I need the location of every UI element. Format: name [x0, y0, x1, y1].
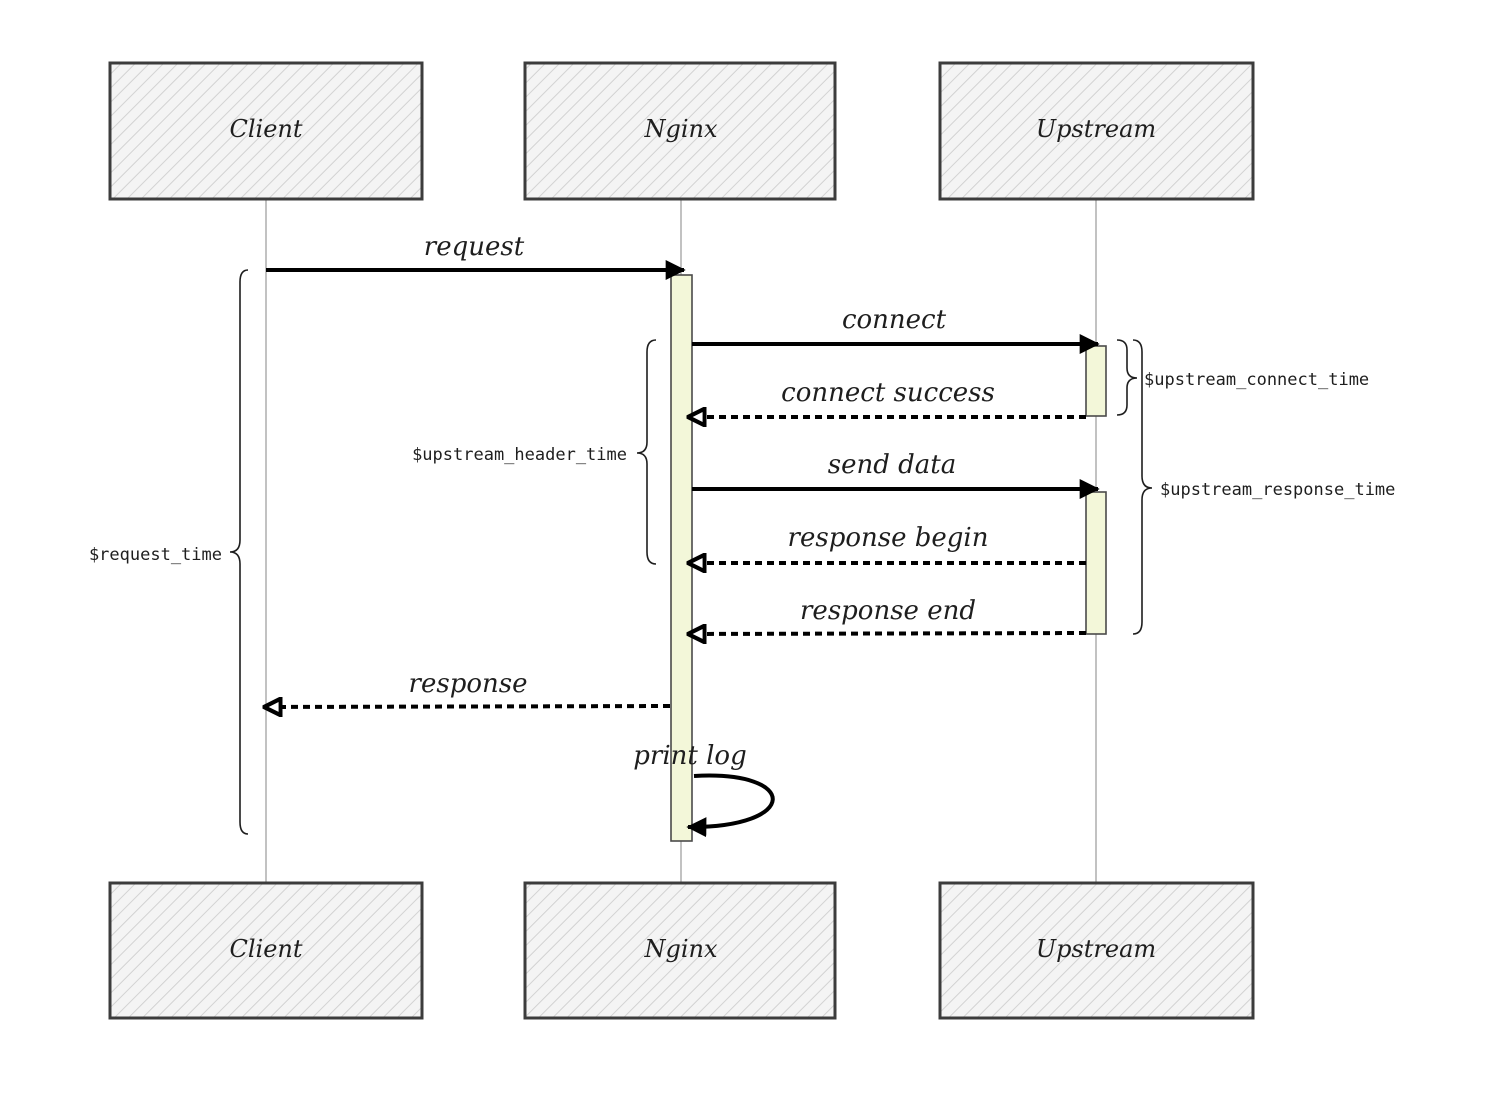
- message-connect-success: connect success: [688, 378, 1086, 417]
- message-label: connect success: [781, 378, 995, 408]
- participant-label: Upstream: [1036, 935, 1156, 963]
- message-response: response: [264, 669, 671, 707]
- message-print-log: print log: [633, 741, 775, 838]
- timing-label: $request_time: [89, 545, 222, 565]
- message-label: request: [424, 232, 525, 262]
- participant-client-bottom: Client: [108, 881, 424, 1020]
- message-send-data: send data: [692, 450, 1100, 499]
- message-connect: connect: [692, 305, 1100, 354]
- message-label: send data: [828, 450, 956, 480]
- participant-upstream-bottom: Upstream: [938, 881, 1255, 1020]
- timing-label: $upstream_header_time: [412, 445, 627, 465]
- upstream-activation-response: [1085, 491, 1107, 635]
- participant-nginx-bottom: Nginx: [523, 881, 837, 1020]
- message-request: request: [266, 232, 686, 280]
- brace-upstream-response-time: $upstream_response_time: [1132, 339, 1395, 635]
- message-label: connect: [842, 305, 947, 335]
- participant-label: Client: [229, 935, 302, 963]
- brace-request-time: $request_time: [89, 269, 249, 835]
- participant-label: Nginx: [643, 115, 717, 143]
- brace-upstream-header-time: $upstream_header_time: [412, 339, 657, 565]
- message-label: response: [409, 669, 528, 699]
- upstream-activation-connect: [1085, 345, 1107, 417]
- message-label: response end: [800, 596, 976, 626]
- message-response-begin: response begin: [688, 523, 1086, 563]
- brace-upstream-connect-time: $upstream_connect_time: [1116, 339, 1369, 416]
- timing-label: $upstream_connect_time: [1144, 370, 1369, 390]
- participant-label: Nginx: [643, 935, 717, 963]
- message-label: response begin: [788, 523, 989, 553]
- participant-label: Client: [229, 115, 302, 143]
- message-label: print log: [633, 741, 746, 771]
- timing-label: $upstream_response_time: [1160, 480, 1395, 500]
- participant-label: Upstream: [1036, 115, 1156, 143]
- participant-upstream-top: Upstream: [938, 61, 1255, 201]
- participant-client-top: Client: [108, 61, 424, 201]
- participant-nginx-top: Nginx: [523, 61, 837, 201]
- message-response-end: response end: [688, 596, 1087, 634]
